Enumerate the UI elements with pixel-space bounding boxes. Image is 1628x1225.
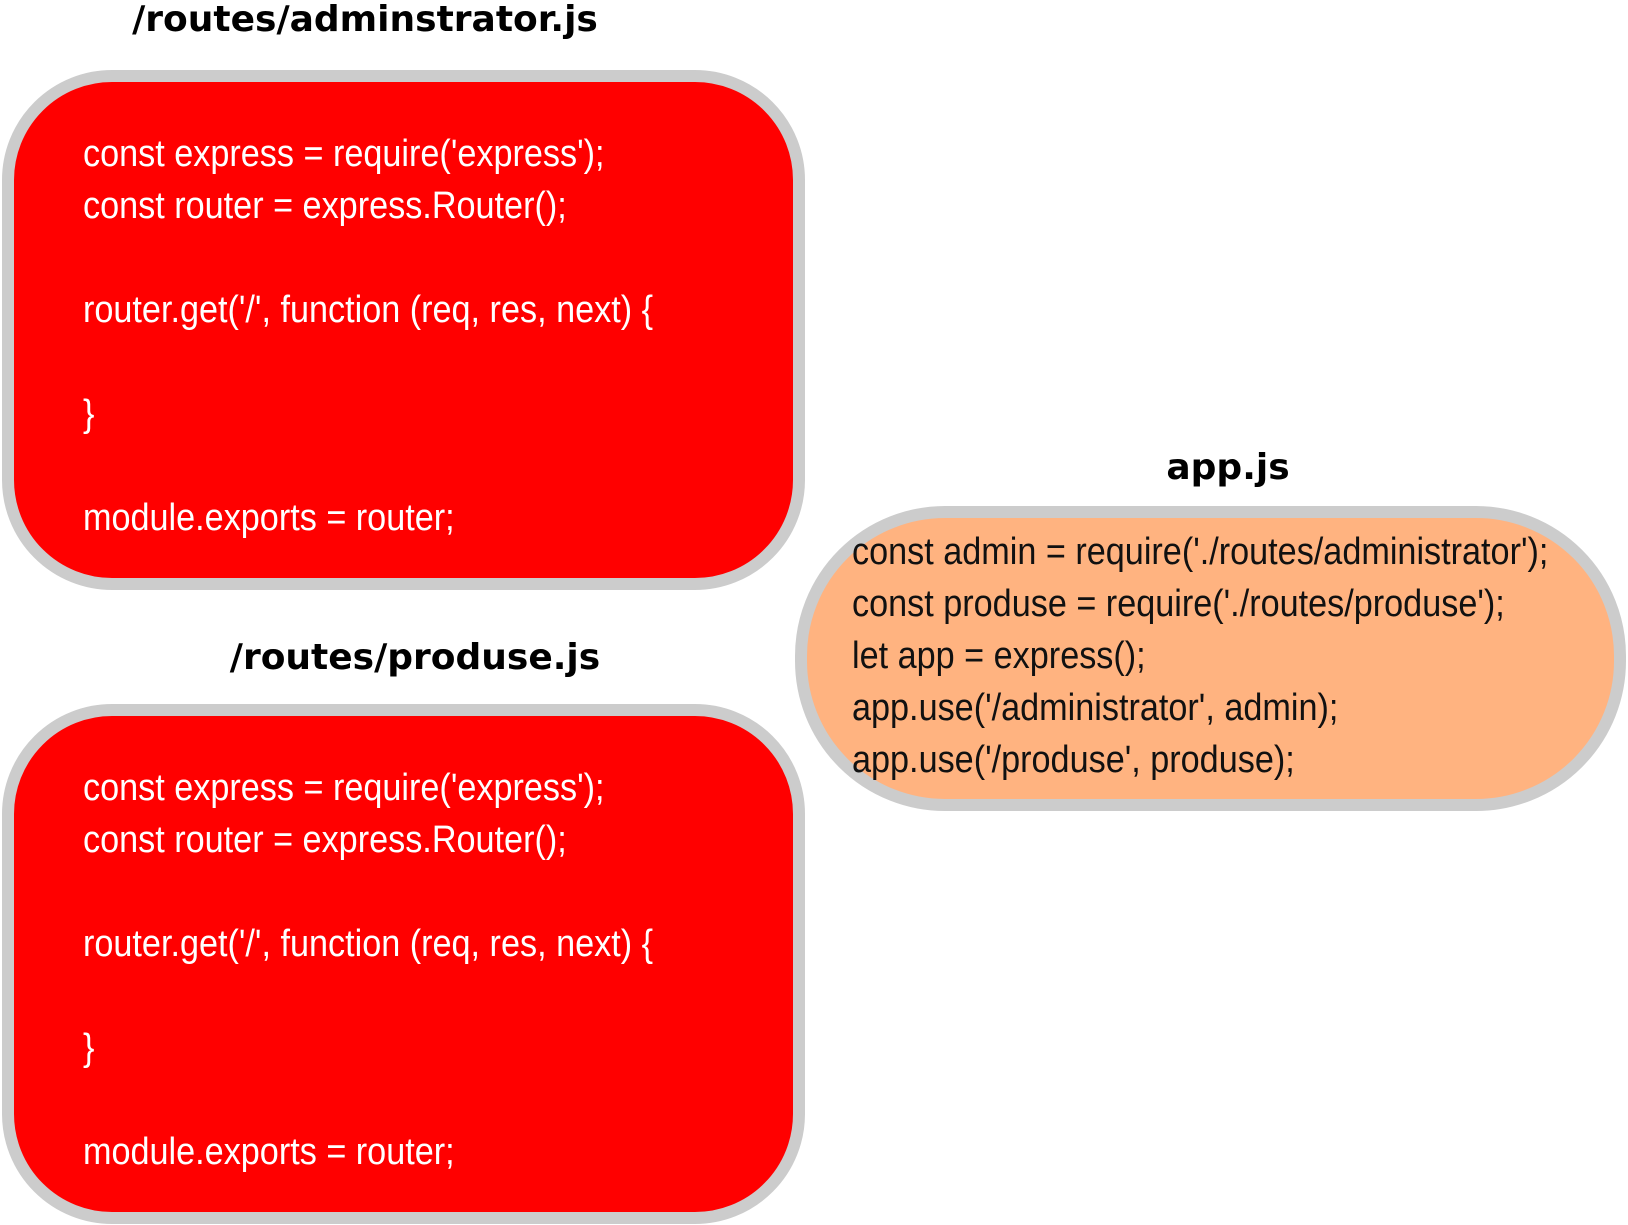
admin-code-block: const express = require('express'); cons… [83,128,653,544]
code-blank-line [83,970,653,1022]
code-line: let app = express(); [852,635,1146,677]
code-line: module.exports = router; [83,497,455,539]
code-line: } [83,393,95,435]
app-file-title: app.js [1166,447,1290,488]
admin-file-box [2,70,805,590]
code-blank-line [83,232,653,284]
code-line: router.get('/', function (req, res, next… [83,289,654,331]
code-line: const express = require('express'); [83,133,605,175]
code-blank-line [83,866,653,918]
produse-file-title: /routes/produse.js [229,637,601,678]
code-line: const router = express.Router(); [83,819,567,861]
produse-file-box [2,704,805,1224]
code-blank-line [83,1074,653,1126]
code-line: const express = require('express'); [83,767,605,809]
code-line: router.get('/', function (req, res, next… [83,923,654,965]
app-code-block: const admin = require('./routes/administ… [852,526,1548,786]
produse-code-block: const express = require('express'); cons… [83,762,653,1178]
code-line: } [83,1027,95,1069]
code-line: app.use('/produse', produse); [852,739,1295,781]
code-blank-line [83,336,653,388]
admin-file-title: /routes/adminstrator.js [132,0,598,40]
code-line: const admin = require('./routes/administ… [852,531,1549,573]
code-blank-line [83,440,653,492]
code-line: module.exports = router; [83,1131,455,1173]
code-line: const produse = require('./routes/produs… [852,583,1505,625]
code-line: app.use('/administrator', admin); [852,687,1339,729]
code-line: const router = express.Router(); [83,185,567,227]
